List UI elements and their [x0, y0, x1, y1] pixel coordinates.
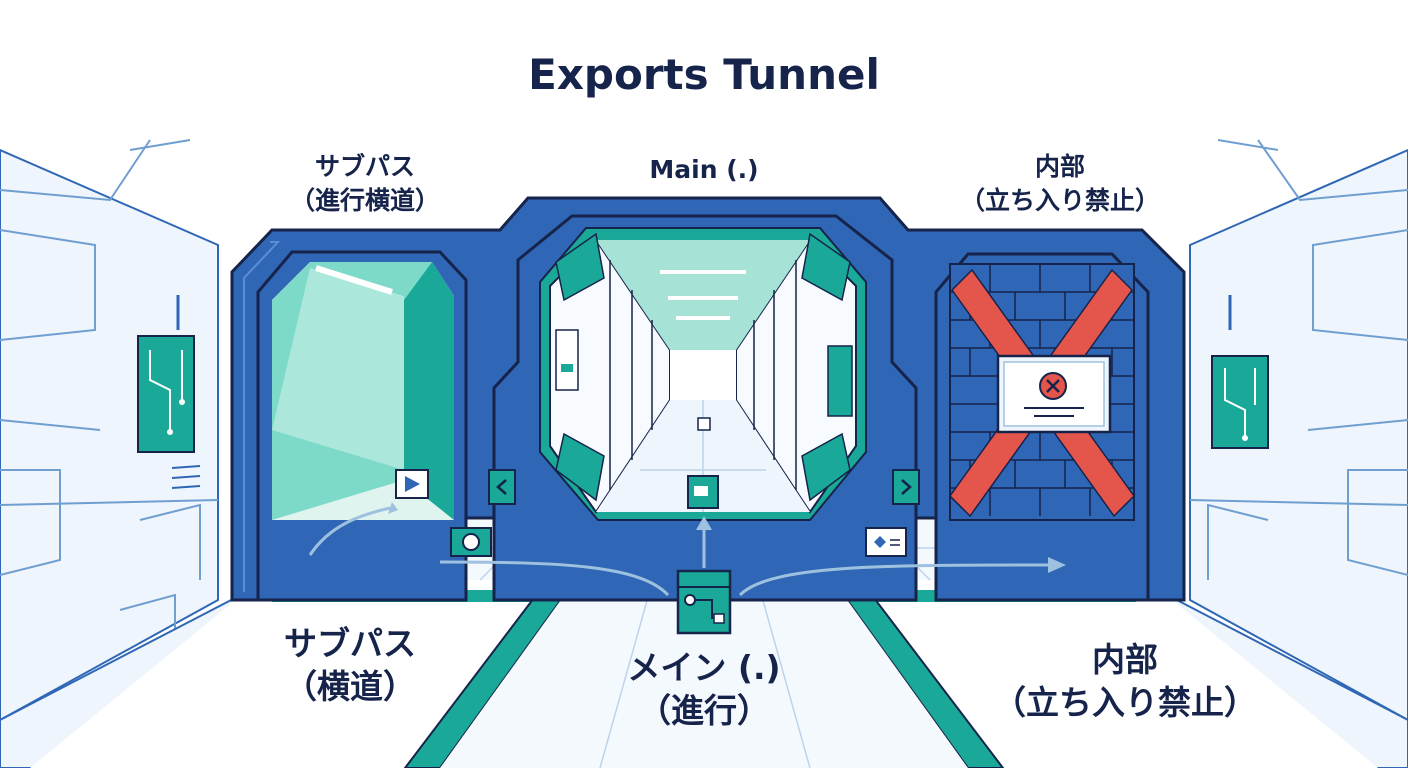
internal-top-label: 内部 （立ち入り禁止） [910, 150, 1210, 218]
play-crate-icon [395, 469, 429, 499]
error-sign [996, 354, 1112, 434]
circuit-board-icon [1211, 355, 1269, 449]
main-top-line1: Main (.) [649, 155, 759, 184]
subpath-bottom-label: サブパス （横道） [200, 622, 500, 708]
main-portal [492, 214, 918, 602]
export-crate-icon [687, 475, 719, 509]
internal-top-line2: （立ち入り禁止） [959, 186, 1160, 215]
circuit-board-icon [137, 335, 195, 453]
internal-bottom-line1: 内部 [1092, 640, 1158, 679]
internal-portal [934, 252, 1150, 602]
subpath-portal [256, 250, 468, 602]
main-bottom-label: メイン (.) （進行） [559, 646, 849, 732]
internal-bottom-label: 内部 （立ち入り禁止） [960, 638, 1290, 724]
subpath-bottom-line2: （横道） [284, 667, 416, 706]
page-title: Exports Tunnel [528, 50, 880, 99]
subpath-top-line1: サブパス [314, 152, 415, 181]
export-crate-icon [676, 569, 732, 635]
flow-arrows [439, 516, 1066, 597]
main-top-label: Main (.) [579, 153, 829, 187]
chevron-left-icon [488, 469, 516, 505]
chevron-right-icon [892, 469, 920, 505]
internal-bottom-line2: （立ち入り禁止） [993, 683, 1257, 722]
camera-crate-icon [450, 527, 492, 557]
subpath-top-line2: （進行横道） [289, 186, 440, 215]
subpath-top-label: サブパス （進行横道） [220, 150, 510, 218]
diamond-crate-icon [865, 527, 907, 557]
main-bottom-line2: （進行） [638, 691, 770, 730]
main-bottom-line1: メイン (.) [627, 648, 781, 687]
subpath-bottom-line1: サブパス [284, 624, 416, 663]
internal-top-line1: 内部 [1034, 152, 1085, 181]
error-icon [1039, 372, 1067, 400]
